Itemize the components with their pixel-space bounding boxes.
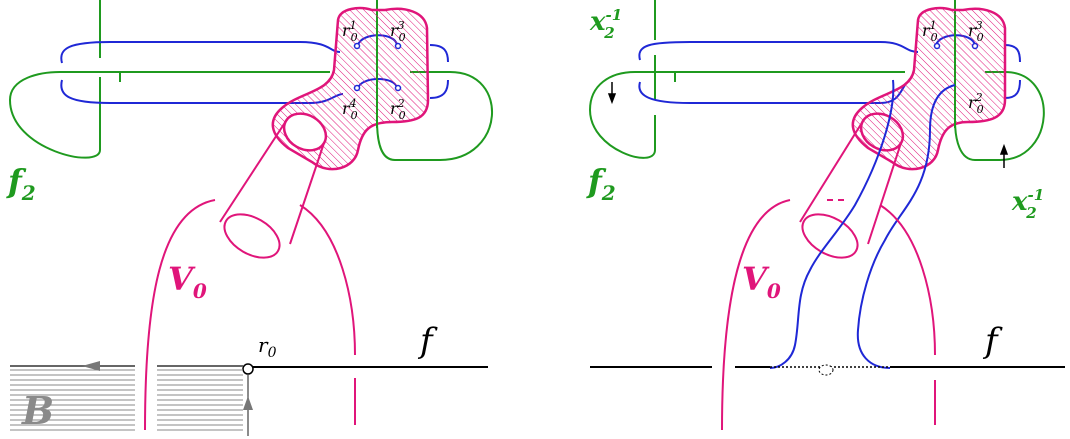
r0-points-left — [353, 42, 402, 92]
r0-points-right — [933, 42, 979, 50]
label-V0-right: V0 — [742, 260, 781, 303]
label-f-left: f — [417, 321, 438, 361]
black-line-right — [590, 364, 1065, 376]
label-B: B — [21, 388, 54, 433]
arrows-right — [607, 82, 1009, 168]
V0-arch-right — [721, 199, 936, 431]
blue-strands-right — [769, 79, 956, 369]
arrow-up-icon — [243, 396, 253, 410]
label-f-right: f — [982, 321, 1003, 361]
arrow-left-icon — [82, 361, 100, 371]
B-region-lines-left — [10, 369, 135, 431]
label-V0-left: V0 — [168, 260, 207, 303]
label-r0-left: r0 — [258, 333, 277, 361]
hatched-surface-right — [851, 6, 1007, 171]
label-f2-right: f2 — [586, 162, 616, 205]
B-region — [10, 361, 253, 436]
label-f2-left: f2 — [6, 162, 36, 205]
black-line-left — [242, 363, 488, 375]
V0-arch-left — [144, 199, 356, 431]
magenta-tube-left — [219, 112, 328, 259]
B-region-lines-right — [157, 369, 243, 431]
